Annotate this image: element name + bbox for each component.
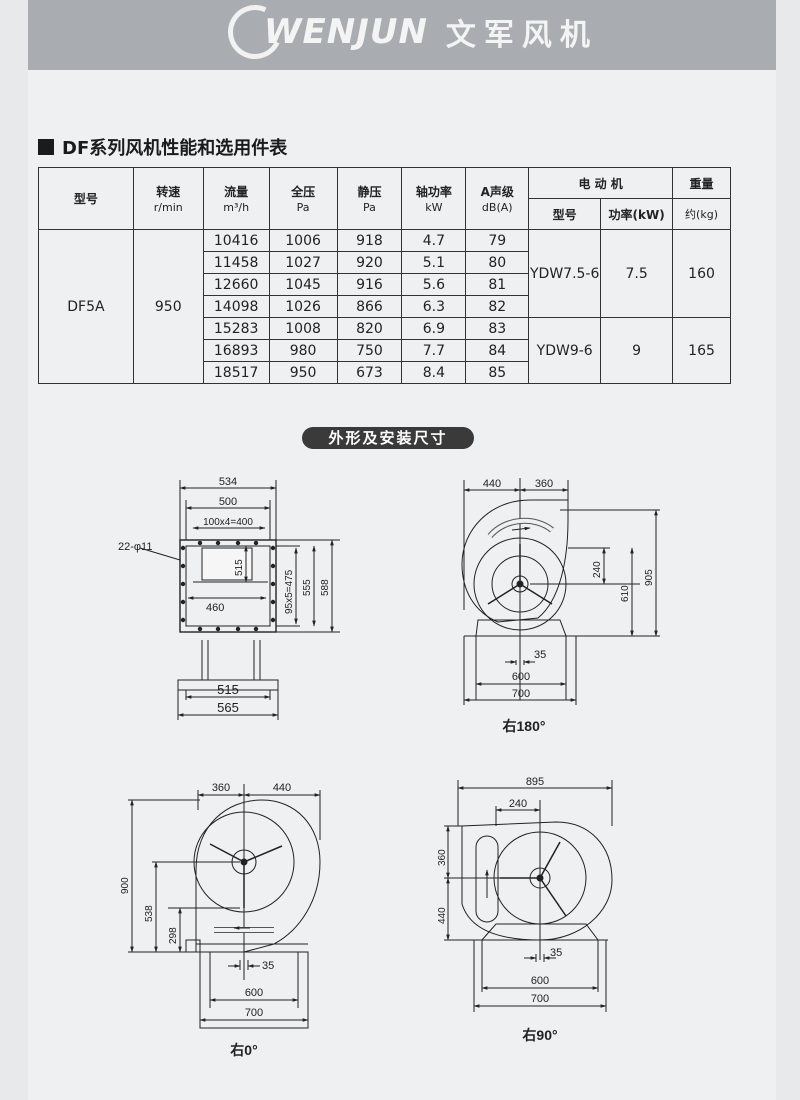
cell-flow: 12660 xyxy=(202,273,270,296)
cell-static: 920 xyxy=(336,251,403,274)
col-weight-header: 重量 xyxy=(672,167,731,199)
section-title: DF系列风机性能和选用件表 xyxy=(38,134,287,160)
cell-motor-model: YDW9-6 xyxy=(528,317,602,384)
cell-power: 4.7 xyxy=(401,229,467,252)
col-weight-unit: 约(kg) xyxy=(672,198,731,230)
table-row: 16893 980 750 7.7 84 xyxy=(39,339,731,362)
col-motor-model-header: 型号 xyxy=(528,198,602,230)
cell-power: 6.9 xyxy=(401,317,467,340)
cell-noise: 81 xyxy=(465,273,530,296)
table-row: DF5A 950 10416 1006 918 4.7 79 YDW7.5-6 … xyxy=(38,229,731,384)
cell-flow: 11458 xyxy=(202,251,270,274)
logo-text-en: WENJUN xyxy=(264,12,428,52)
table-row: 18517 950 673 8.4 85 xyxy=(39,361,731,384)
table-row: 12660 1045 916 5.6 81 xyxy=(39,273,731,296)
table-subheader-row: 型号 功率(kW) 约(kg) xyxy=(39,198,731,230)
square-bullet-icon xyxy=(38,139,54,155)
cell-model: DF5A xyxy=(38,229,134,384)
cell-weight: 160 xyxy=(672,229,731,318)
cell-power: 5.1 xyxy=(401,251,467,274)
cell-flow: 16893 xyxy=(202,339,270,362)
cell-weight: 165 xyxy=(672,317,731,384)
cell-noise: 79 xyxy=(465,229,530,252)
cell-total: 1045 xyxy=(268,273,338,296)
col-model-header: 型号 xyxy=(38,167,134,230)
cell-total: 1008 xyxy=(268,317,338,340)
cell-static: 673 xyxy=(336,361,403,384)
cell-flow: 10416 xyxy=(202,229,270,252)
brand-header: WENJUN 文军风机 xyxy=(28,0,776,70)
cell-noise: 80 xyxy=(465,251,530,274)
cell-noise: 85 xyxy=(465,361,530,384)
cell-static: 820 xyxy=(336,317,403,340)
table-row: 15283 1008 820 6.9 83 YDW9-6 9 165 xyxy=(39,317,731,384)
cell-total: 1026 xyxy=(268,295,338,318)
cell-noise: 82 xyxy=(465,295,530,318)
cell-power: 8.4 xyxy=(401,361,467,384)
cell-flow: 14098 xyxy=(202,295,270,318)
logo-text-cn: 文军风机 xyxy=(445,18,598,53)
cell-static: 916 xyxy=(336,273,403,296)
cell-speed: 950 xyxy=(132,229,204,384)
cell-static: 750 xyxy=(336,339,403,362)
cell-total: 1027 xyxy=(268,251,338,274)
cell-motor-power: 7.5 xyxy=(600,229,674,318)
cell-power: 6.3 xyxy=(401,295,467,318)
catalog-sheet xyxy=(28,0,776,1100)
cell-motor-power: 9 xyxy=(600,317,674,384)
cell-total: 950 xyxy=(268,361,338,384)
drawing-section-badge: 外形及安装尺寸 xyxy=(302,427,474,449)
cell-noise: 84 xyxy=(465,339,530,362)
logo-swoosh-icon xyxy=(220,0,290,67)
table-row: 11458 1027 920 5.1 80 xyxy=(39,251,731,274)
cell-flow: 15283 xyxy=(202,317,270,340)
cell-power: 7.7 xyxy=(401,339,467,362)
cell-noise: 83 xyxy=(465,317,530,340)
cell-flow: 18517 xyxy=(202,361,270,384)
cell-motor-model: YDW7.5-6 xyxy=(528,229,602,318)
cell-static: 918 xyxy=(336,229,403,252)
cell-static: 866 xyxy=(336,295,403,318)
col-motor-power-header: 功率(kW) xyxy=(600,198,674,230)
cell-power: 5.6 xyxy=(401,273,467,296)
cell-total: 980 xyxy=(268,339,338,362)
brand-logo: WENJUN 文军风机 xyxy=(220,0,598,67)
section-title-text: DF系列风机性能和选用件表 xyxy=(62,138,288,159)
col-motor-header: 电 动 机 xyxy=(528,167,674,199)
table-row: 14098 1026 866 6.3 82 xyxy=(39,295,731,318)
cell-total: 1006 xyxy=(268,229,338,252)
